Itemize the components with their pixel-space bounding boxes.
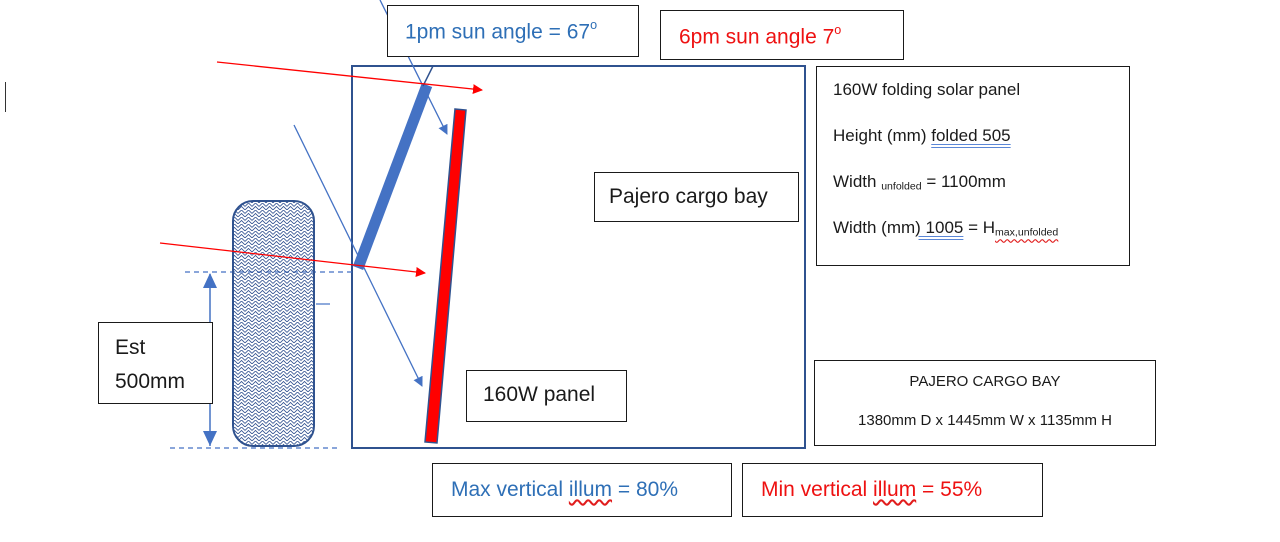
specs-width-eq: = H (963, 218, 996, 237)
cargo-bay-label: Pajero cargo bay (609, 185, 768, 208)
specs-width-unfolded-sub: unfolded (881, 180, 922, 193)
max-illumination-prefix: Max vertical (451, 478, 569, 501)
sun-ray-6pm-upper (216, 61, 483, 95)
height-estimate-line1: Est (115, 336, 146, 359)
max-illumination-label: Max vertical illum = 80% (451, 478, 678, 502)
cargo-bay-label-box: Pajero cargo bay (594, 172, 799, 222)
sun-angle-6pm-text: 6pm sun angle 7 (679, 25, 835, 49)
height-arrow-head-top (203, 273, 217, 288)
cargo-bay-dims-box: PAJERO CARGO BAY 1380mm D x 1445mm W x 1… (814, 360, 1156, 446)
sun-angle-1pm-text: 1pm sun angle = 67 (405, 20, 591, 44)
cargo-bay-dims-values: 1380mm D x 1445mm W x 1135mm H (858, 412, 1112, 429)
specs-height-value: folded 505 (931, 126, 1011, 145)
specs-width-unfolded-suffix: = 1100mm (921, 172, 1006, 191)
text-cursor (5, 82, 6, 112)
sun-angle-6pm-label: 6pm sun angle 7o (679, 23, 841, 49)
min-illumination-label: Min vertical illum = 55% (761, 478, 982, 502)
max-illumination-value: = 80% (612, 478, 678, 501)
height-estimate-box: Est 500mm (98, 322, 213, 404)
specs-width-line: Width (mm) 1005 = Hmax,unfolded (833, 218, 1058, 239)
max-illumination-word: illum (568, 478, 613, 501)
specs-width-unfolded-line: Width unfolded = 1100mm (833, 172, 1006, 193)
min-illumination-box: Min vertical illum = 55% (742, 463, 1043, 517)
panel-label: 160W panel (483, 383, 596, 406)
height-arrow-head-bottom (203, 431, 217, 446)
degree-symbol-1pm: o (590, 18, 598, 32)
vertical-red-panel (424, 108, 467, 444)
tilted-blue-panel (352, 83, 433, 270)
specs-height-line: Height (mm) folded 505 (833, 126, 1011, 146)
sun-ray-6pm-lower (159, 242, 426, 277)
specs-title: 160W folding solar panel (833, 80, 1021, 99)
specs-width-prefix: Width (mm (833, 218, 916, 237)
specs-width-h-sub: max,unfolded (995, 226, 1059, 239)
specs-width-unfolded-prefix: Width (833, 172, 882, 191)
min-illumination-value: = 55% (916, 478, 983, 501)
panel-label-box: 160W panel (466, 370, 627, 422)
sun-angle-1pm-label: 1pm sun angle = 67o (405, 18, 597, 44)
height-estimate-line2: 500mm (115, 370, 186, 393)
degree-symbol-6pm: o (834, 23, 842, 37)
specs-width-value: ) 1005 (915, 218, 964, 237)
spare-tyre (232, 200, 315, 447)
panel-support-line (422, 65, 434, 87)
specs-height-prefix: Height (mm) (833, 126, 932, 145)
max-illumination-box: Max vertical illum = 80% (432, 463, 732, 517)
sun-angle-6pm-box: 6pm sun angle 7o (660, 10, 904, 60)
panel-specs-box: 160W folding solar panel Height (mm) fol… (816, 66, 1130, 266)
sun-angle-1pm-box: 1pm sun angle = 67o (387, 5, 639, 57)
min-illumination-word: illum (873, 478, 917, 501)
min-illumination-prefix: Min vertical (761, 478, 874, 501)
cargo-bay-outline (351, 65, 806, 449)
cargo-bay-dims-title: PAJERO CARGO BAY (909, 373, 1061, 390)
